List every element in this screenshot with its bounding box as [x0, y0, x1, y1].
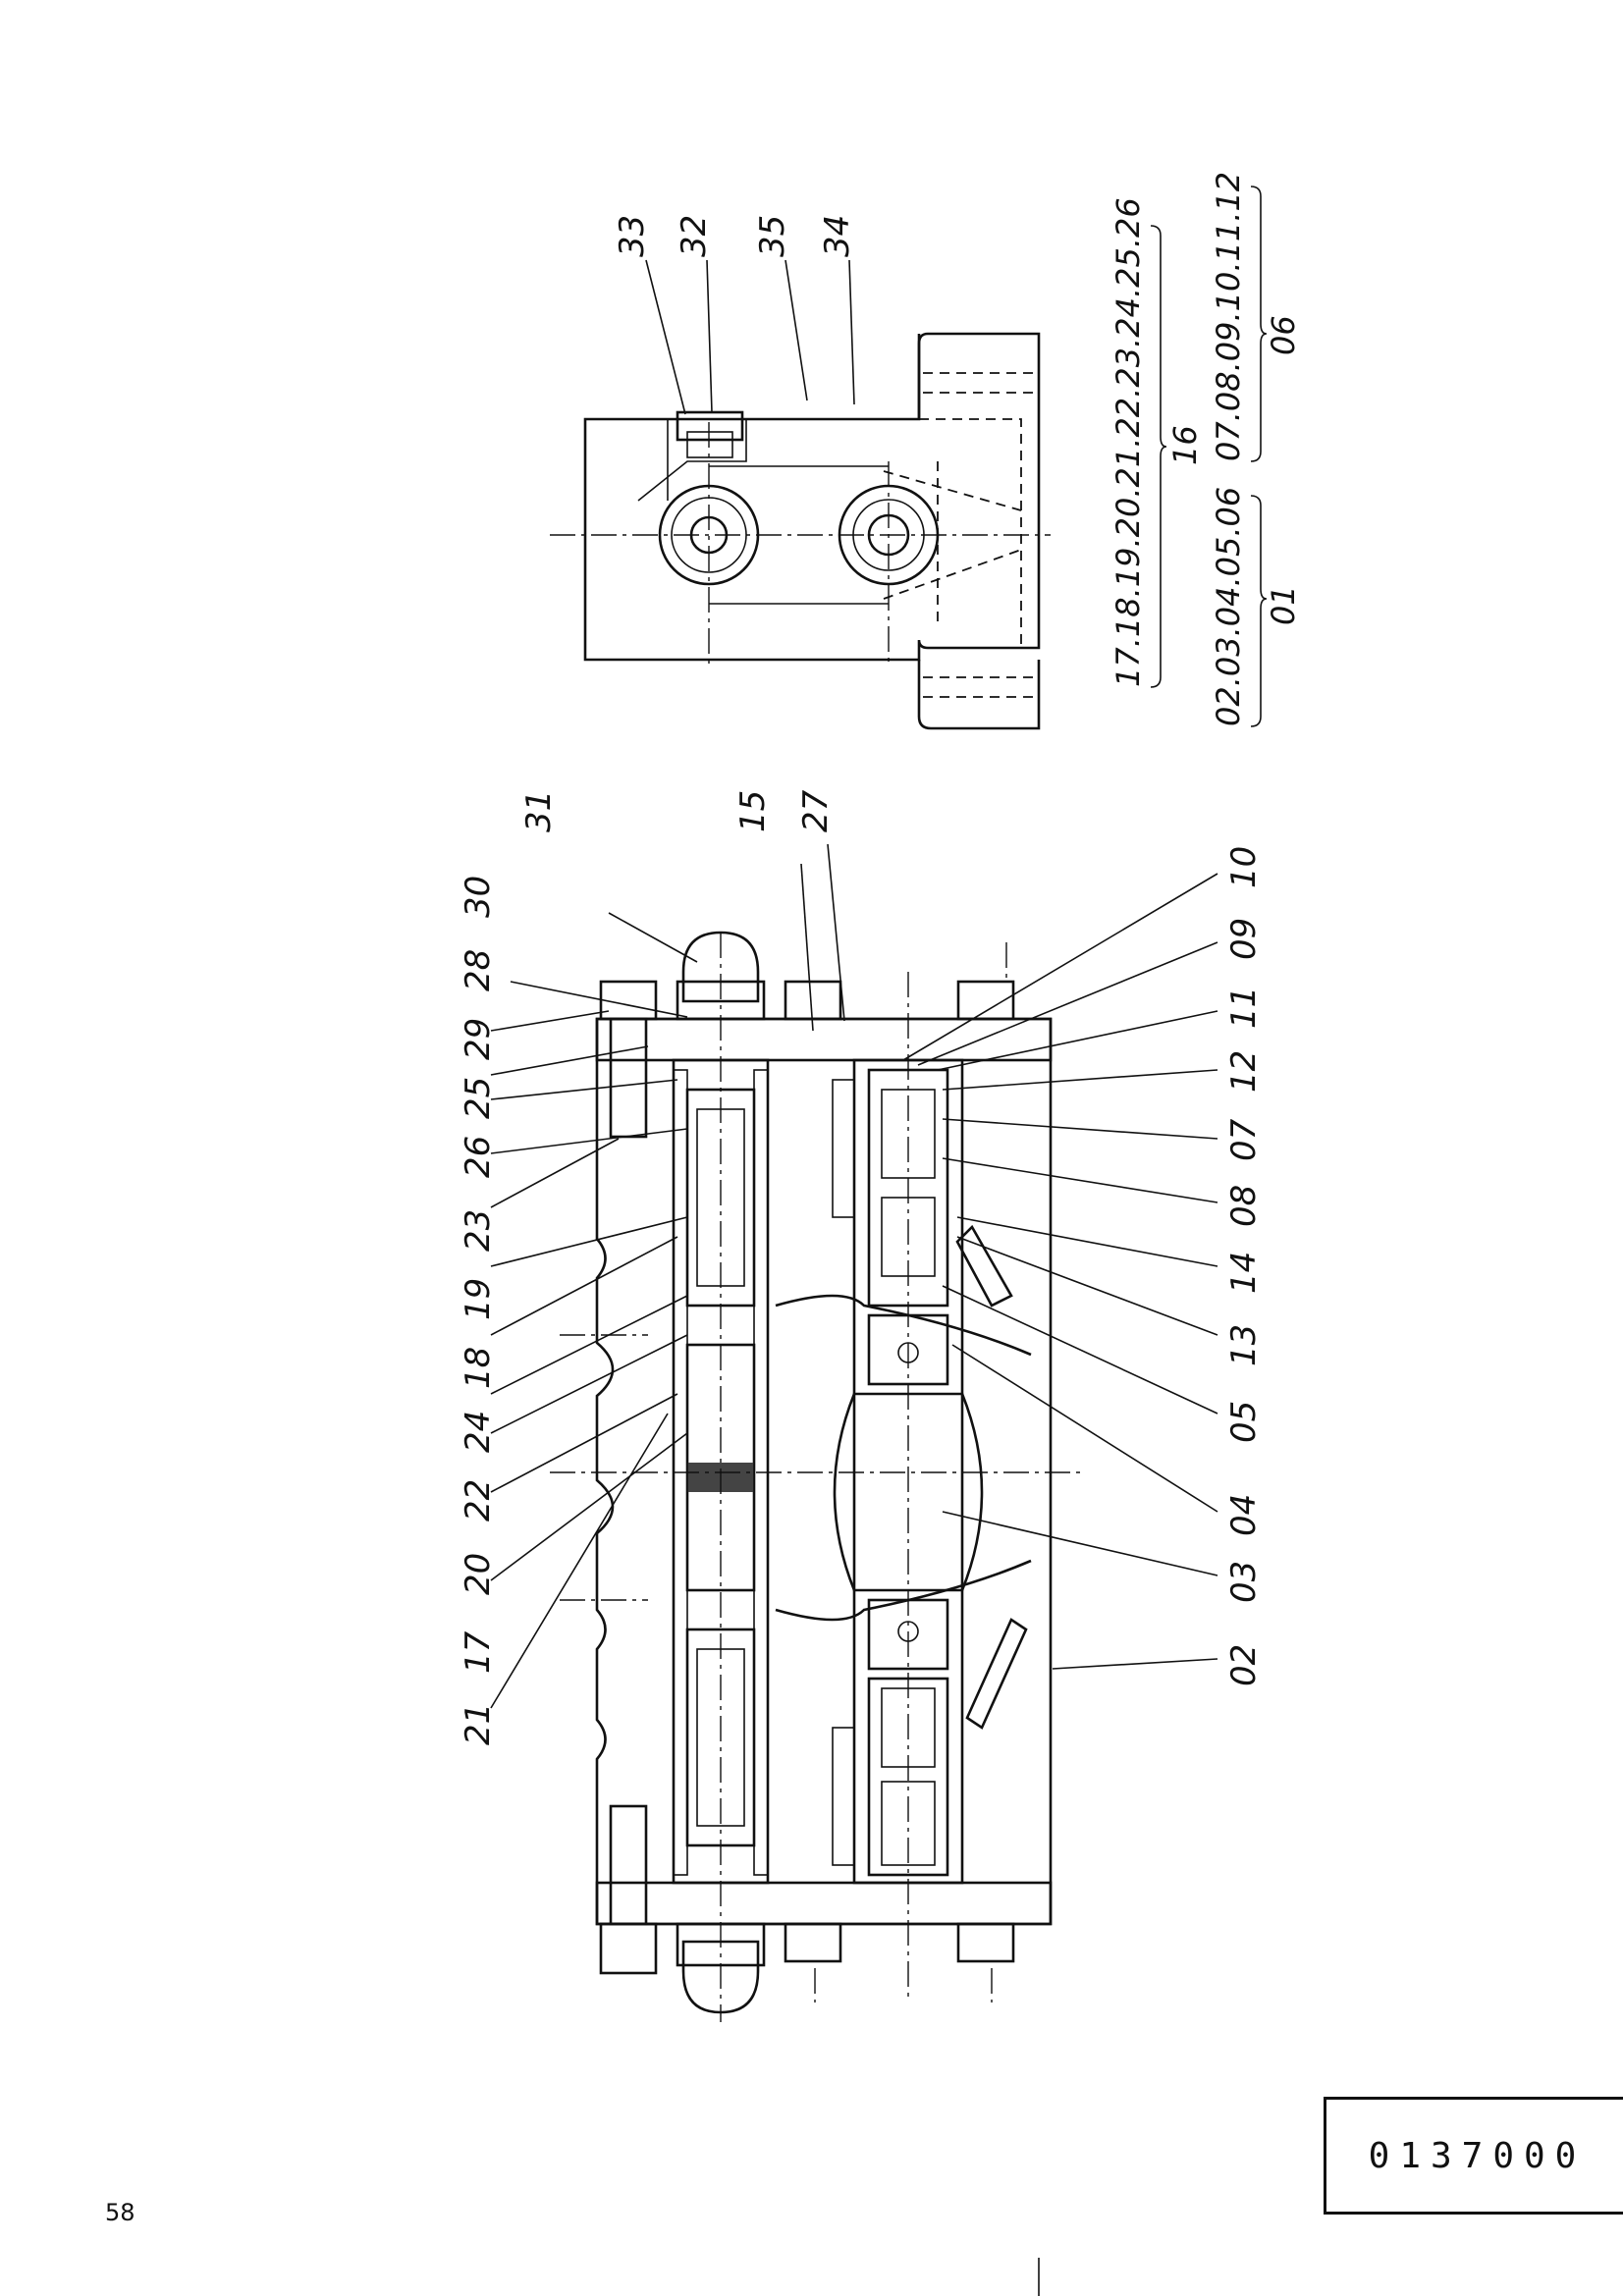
end-plate-top: [595, 1017, 1053, 1062]
plug-head: [676, 410, 744, 442]
callout-05: 05: [1224, 1401, 1264, 1443]
check-spring-lower: [881, 1781, 936, 1866]
callout-11: 11: [1224, 987, 1264, 1029]
group-01-members: 02.03.04.05.06: [1210, 487, 1247, 726]
callout-07: 07: [1224, 1118, 1264, 1161]
main-callouts: 31 30 28 29 25 26 23 19 18 24 22 20 17 2…: [459, 789, 1264, 1745]
callout-12: 12: [1224, 1050, 1264, 1093]
leader-33: [645, 259, 686, 415]
screw-shank-top-left: [609, 1017, 648, 1139]
callout-02: 02: [1224, 1644, 1264, 1686]
brace-06: [1250, 186, 1268, 462]
screw-shank-bottom-left: [609, 1804, 648, 1926]
callout-17: 17: [459, 1630, 498, 1674]
callout-29: 29: [459, 1018, 498, 1060]
brace-16: [1150, 225, 1167, 688]
group-16-members: 17.18.19.20.21.22.23.24.25.26: [1109, 197, 1147, 687]
callout-10: 10: [1224, 846, 1264, 888]
central-plunger: [833, 1392, 984, 1592]
group-06-assembly: 06: [1265, 315, 1302, 355]
hidden-outline-right: [919, 418, 1022, 648]
leader-34: [848, 259, 855, 405]
drawing-number: 0137000: [1368, 2135, 1587, 2176]
callout-19: 19: [459, 1278, 498, 1320]
callout-30: 30: [459, 876, 498, 918]
screw-top-left: [599, 980, 658, 1021]
screw-bottom-left: [599, 1922, 658, 1975]
callout-20: 20: [459, 1553, 498, 1595]
plug-body: [686, 431, 733, 458]
leader-32: [706, 259, 713, 413]
passage-upper: [775, 1294, 1032, 1357]
screw-bottom-right: [956, 1922, 1015, 1963]
brace-01: [1250, 495, 1268, 727]
bore-slot: [709, 465, 889, 605]
page-number: 58: [105, 2199, 135, 2226]
callout-25: 25: [459, 1077, 498, 1119]
group-01-assembly: 01: [1265, 585, 1302, 625]
main-section-view: 31 30 28 29 25 26 23 19 18 24 22 20 17 2…: [459, 789, 1264, 2022]
callout-15: 15: [733, 790, 773, 832]
leaders-left: [490, 912, 698, 1709]
screw-bottom-mid: [784, 1922, 842, 1963]
callout-22: 22: [459, 1479, 498, 1522]
callout-35: 35: [753, 215, 792, 257]
group-06-members: 07.08.09.10.11.12: [1210, 172, 1247, 461]
assembly-groups: 17.18.19.20.21.22.23.24.25.26 16 02.03.0…: [1109, 172, 1302, 727]
hidden-diag-upper: [883, 470, 1022, 511]
callout-04: 04: [1224, 1494, 1264, 1536]
callout-18: 18: [459, 1347, 498, 1389]
callout-33: 33: [613, 215, 652, 257]
callout-03: 03: [1224, 1561, 1264, 1603]
callout-23: 23: [459, 1209, 498, 1252]
passage-lower: [775, 1559, 1032, 1622]
pocket-upper: [832, 1079, 855, 1218]
callout-27: 27: [796, 789, 836, 832]
callout-09: 09: [1224, 918, 1264, 960]
callout-26: 26: [459, 1136, 498, 1178]
callout-08: 08: [1224, 1185, 1264, 1227]
lower-lug: [917, 660, 1041, 730]
drawing-number-box: 0137000: [1324, 2097, 1623, 2215]
callout-24: 24: [459, 1411, 498, 1453]
callout-34: 34: [818, 215, 857, 257]
callout-21: 21: [459, 1703, 498, 1745]
callout-28: 28: [459, 949, 498, 991]
end-plate-bottom: [595, 1881, 1053, 1926]
side-view: 33 32 35 34 17.18.19.20.21.22.23.24.25.2…: [550, 172, 1302, 730]
callout-31: 31: [519, 790, 559, 832]
callout-32: 32: [675, 215, 714, 257]
pocket-lower: [832, 1727, 855, 1866]
shoulder-line: [637, 419, 747, 502]
valve-body-hatched: [595, 1017, 1053, 1926]
screw-top-mid: [784, 980, 842, 1021]
leader-35: [784, 259, 808, 401]
passage-diag-lower: [965, 1618, 1028, 1730]
screw-top-right: [956, 980, 1015, 1021]
leaders-right: [800, 843, 1218, 1670]
callout-13: 13: [1224, 1324, 1264, 1366]
hidden-diag-lower: [883, 549, 1022, 600]
group-16-assembly: 16: [1166, 425, 1204, 465]
callout-14: 14: [1224, 1252, 1264, 1294]
passage-diag-upper: [955, 1224, 1013, 1308]
